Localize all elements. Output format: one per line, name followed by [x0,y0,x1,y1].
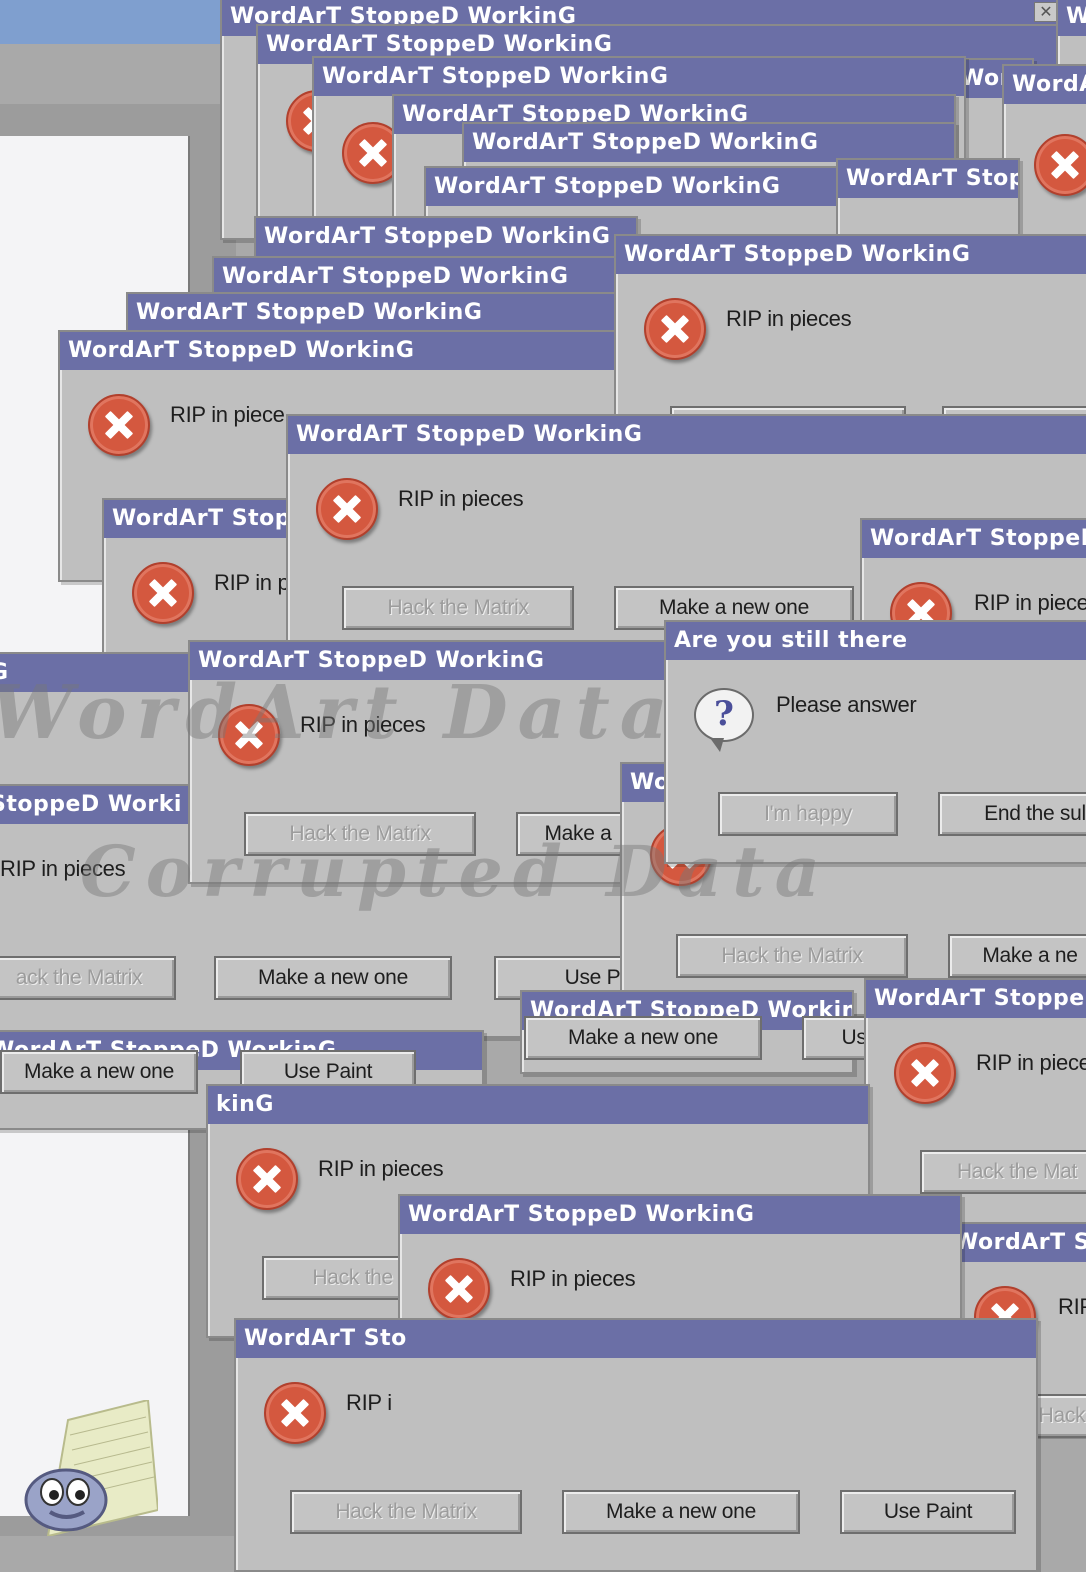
dialog-title[interactable]: WordArT StoppeD WorkinG [314,58,964,96]
dialog-title[interactable]: WordArT Stop [838,160,1018,198]
dialog-title[interactable]: WordArT Sto [236,1320,1036,1358]
dialog-button-2[interactable]: Make a new one [214,956,452,1000]
dialog-title[interactable]: kinG [208,1086,868,1124]
dialog-title[interactable]: WordArT StoppeD WorkinG [60,332,660,370]
dialog-message: RIP [1058,1294,1086,1319]
error-icon [264,1382,326,1444]
dialog-title[interactable]: WordArT StoppeD WorkinG [946,1224,1086,1262]
dialog-title[interactable]: WordArT StoppeD WorkinG [190,642,670,680]
dialog-button-2[interactable]: Make a ne [948,934,1086,978]
error-icon [644,298,706,360]
dialog-message: RIP in pieces [726,306,852,331]
dialog-button-2[interactable]: Make a [516,812,640,856]
error-icon [1034,134,1086,196]
close-icon[interactable]: ✕ [1034,2,1058,22]
error-icon [218,704,280,766]
clippy-paper-icon[interactable] [8,1400,158,1536]
dialog-button-1[interactable]: Hack the Matrix [342,586,574,630]
dialog-title[interactable]: WordArT StoppeD [866,980,1086,1018]
dialog-message: RIP in piece [170,402,285,427]
dialog-title[interactable]: WordArT StoppeD WorkinG [400,1196,960,1234]
error-icon [316,478,378,540]
dialog-title[interactable]: G [0,654,202,692]
dialog-message: RIP in piece [974,590,1086,615]
error-icon [428,1258,490,1320]
dialog-title[interactable]: WordArT StoppeD WorkinG [214,258,634,296]
dialog-button-1[interactable]: ack the Matrix [0,956,176,1000]
question-icon: ? [694,688,754,752]
dialog-title[interactable]: WordArT StoppeD WorkinG [426,168,846,206]
dialog-title[interactable]: WordArT StoppeD [862,520,1086,558]
dialog-button-2[interactable]: End the sul [938,792,1086,836]
dialog-button-1[interactable]: Hack the Matrix [244,812,476,856]
dialog-title[interactable]: WordArT StoppeD WorkinG [256,218,636,256]
dialog-message: RIP in p [214,570,290,595]
error-icon [894,1042,956,1104]
dialog-title[interactable]: W [1058,0,1086,36]
dialog-title[interactable]: WordArT StoppeD WorkinG [288,416,1086,454]
dialog-title[interactable]: Are you still there [666,622,1086,660]
dialog-title[interactable]: WordA [1004,66,1086,104]
dialog-message: RIP i [346,1390,392,1415]
dialog-message: RIP in pieces [398,486,524,511]
dialog-button-1[interactable]: I'm happy [718,792,898,836]
dialog-button-1[interactable]: Make a new one [0,1050,198,1094]
dialog-button-1[interactable]: Hack the Matrix [290,1490,522,1534]
watermark-line2: Corrupted Data [80,830,830,913]
dialog-button-2[interactable]: Make a new one [562,1490,800,1534]
dialog-message: Please answer [776,692,917,717]
desktop-blue-strip [0,0,240,44]
dialog-title[interactable]: WordArT StoppeD WorkinG [128,294,628,332]
dialog-title[interactable]: WordArT StoppeD WorkinG [616,236,1086,274]
dialog-message: RIP in pieces [300,712,426,737]
dialog-message: RIP in pieces [0,856,126,881]
dialog-title[interactable]: WordArT StoppeD WorkinG [464,124,954,162]
dialog-message: RIP in pieces [318,1156,444,1181]
error-icon [88,394,150,456]
dialog-message: RIP in piece [976,1050,1086,1075]
error-icon [132,562,194,624]
dialog-button-3[interactable]: Use Paint [840,1490,1016,1534]
dialog-button-1[interactable]: Make a new one [524,1016,762,1060]
watermark-line1: WordArt Data [0,670,678,756]
error-icon [236,1148,298,1210]
dialog-message: RIP in pieces [510,1266,636,1291]
dialog-button-1[interactable]: Hack the Matrix [676,934,908,978]
dialog-button-1[interactable]: Hack the Mat [920,1150,1086,1194]
